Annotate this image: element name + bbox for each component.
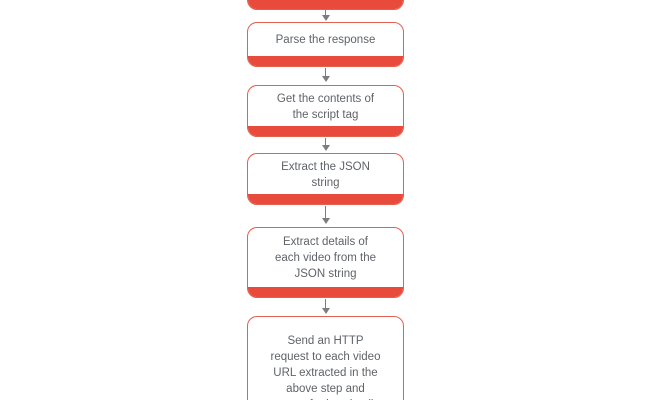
arrow-head-icon: [321, 145, 330, 151]
node-label-line: each video from the: [274, 252, 376, 264]
node-label-line: the script tag: [292, 108, 359, 121]
flow-arrow-down: [321, 68, 330, 82]
node-accent-bar: [248, 126, 403, 136]
flow-node-extract-video-details: Extract details of each video from the J…: [247, 227, 404, 298]
arrow-head-icon: [321, 76, 330, 82]
arrow-shaft: [324, 206, 327, 218]
arrow-head-icon: [321, 15, 330, 21]
flow-node-get-script-contents: Get the contents of the script tag: [247, 85, 404, 137]
node-accent-bar: [248, 287, 403, 297]
flow-node-partial-top: [247, 0, 404, 10]
arrow-head-icon: [321, 308, 330, 314]
node-body: Extract details of each video from the J…: [248, 228, 403, 297]
node-body: Send an HTTP request to each video URL e…: [248, 317, 403, 400]
node-label-line: URL extracted in the: [273, 366, 378, 379]
node-accent-bar: [248, 0, 403, 9]
node-label-line: JSON string: [294, 268, 357, 280]
flow-arrow-down: [321, 206, 330, 224]
flow-node-extract-json-string: Extract the JSON string: [247, 153, 404, 205]
flow-arrow-down: [321, 10, 330, 21]
node-label-line: Parse the response: [275, 34, 376, 46]
node-label-line: above step and: [286, 382, 365, 395]
node-label-line: request to each video: [270, 350, 381, 363]
node-label-line: Extract details of: [282, 236, 368, 248]
node-label-line: scrape further details: [272, 397, 379, 400]
node-accent-bar: [248, 194, 403, 204]
arrow-shaft: [324, 68, 327, 76]
node-label-line: Send an HTTP: [287, 334, 364, 347]
flow-arrow-down: [321, 299, 330, 314]
arrow-shaft: [324, 138, 327, 145]
node-label-line: Get the contents of: [276, 92, 375, 105]
flow-node-parse-response: Parse the response: [247, 22, 404, 67]
node-body: Parse the response: [248, 23, 403, 66]
node-label-line: string: [311, 176, 340, 189]
node-label-line: Extract the JSON: [281, 160, 370, 173]
node-accent-bar: [248, 56, 403, 66]
node-body: Get the contents of the script tag: [248, 86, 403, 136]
arrow-head-icon: [321, 218, 330, 224]
flow-arrow-down: [321, 138, 330, 151]
arrow-shaft: [324, 299, 327, 308]
node-body: Extract the JSON string: [248, 154, 403, 204]
arrow-shaft: [324, 10, 327, 15]
flow-node-send-http-request: Send an HTTP request to each video URL e…: [247, 316, 404, 400]
